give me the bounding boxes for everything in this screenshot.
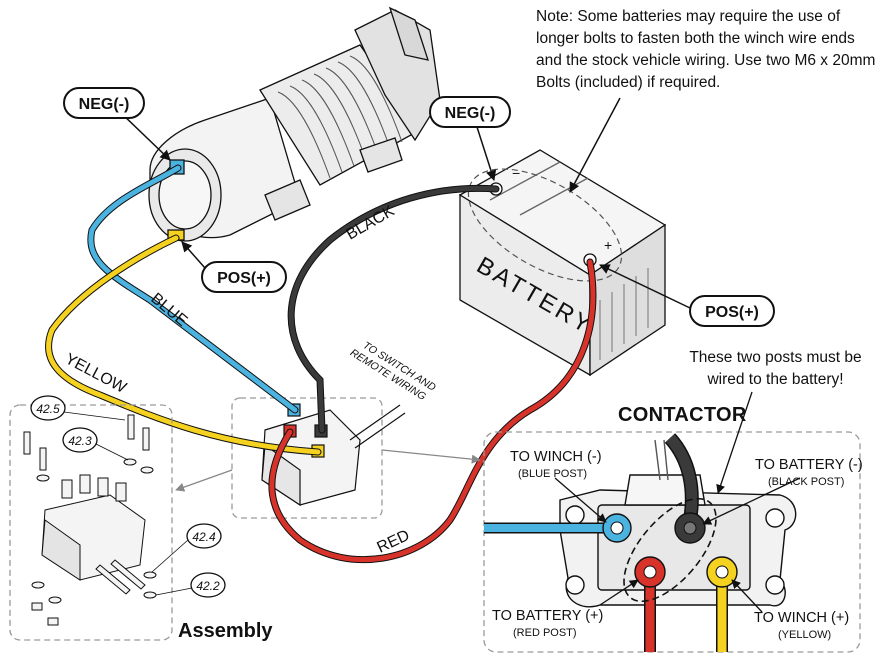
black-post — [674, 512, 706, 544]
winch-illustration — [148, 6, 441, 242]
part-bubble-42-4: 42.4 — [151, 523, 222, 573]
red-post-label: (RED POST) — [513, 627, 577, 639]
assembly-exploded-view — [23, 414, 157, 626]
blue-post — [602, 513, 632, 543]
battery-pos-callout — [689, 295, 775, 327]
assembly-title: Assembly — [178, 620, 273, 642]
blue-post-label: (BLUE POST) — [518, 468, 587, 480]
contactor-detail-box — [483, 431, 861, 653]
svg-text:42.4: 42.4 — [192, 530, 216, 544]
part-bubble-42-2: 42.2 — [155, 572, 226, 598]
red-post — [634, 556, 666, 588]
blue-wire-label: BLUE — [147, 290, 190, 330]
to-winch-neg-label: TO WINCH (-) — [510, 449, 602, 465]
winch-neg-callout — [63, 87, 145, 119]
black-post-label: (BLACK POST) — [768, 476, 844, 488]
yellow-post — [706, 556, 738, 588]
winch-pos-label: POS(+) — [217, 270, 271, 287]
svg-text:42.2: 42.2 — [196, 579, 220, 593]
svg-text:42.5: 42.5 — [36, 402, 60, 416]
battery-pos-label: POS(+) — [705, 304, 759, 321]
contactor-title: CONTACTOR — [618, 404, 747, 426]
yellow-post-label: (YELLOW) — [778, 629, 831, 641]
battery-neg-label: NEG(-) — [445, 105, 496, 122]
svg-text:42.3: 42.3 — [68, 434, 92, 448]
battery-bolt-note: Note: Some batteries may require the use… — [536, 8, 876, 91]
small-contactor-box — [231, 397, 383, 519]
part-bubble-42-5: 42.5 — [30, 395, 126, 421]
battery-posts-highlight — [623, 497, 717, 603]
posts-warning-note: These two posts must be wired to the bat… — [689, 349, 862, 388]
winch-neg-label: NEG(-) — [79, 96, 130, 113]
svg-text:+: + — [604, 237, 612, 253]
winch-pos-callout — [201, 261, 287, 293]
battery-neg-callout — [429, 96, 511, 128]
small-contactor — [261, 403, 406, 507]
part-bubble-42-3: 42.3 — [62, 427, 129, 461]
to-battery-pos-label: TO BATTERY (+) — [492, 608, 603, 624]
to-battery-neg-label: TO BATTERY (-) — [755, 457, 863, 473]
svg-text:−: − — [512, 165, 520, 181]
battery-illustration: + − — [458, 149, 667, 377]
to-winch-pos-label: TO WINCH (+) — [754, 610, 849, 626]
assembly-box — [9, 404, 173, 641]
